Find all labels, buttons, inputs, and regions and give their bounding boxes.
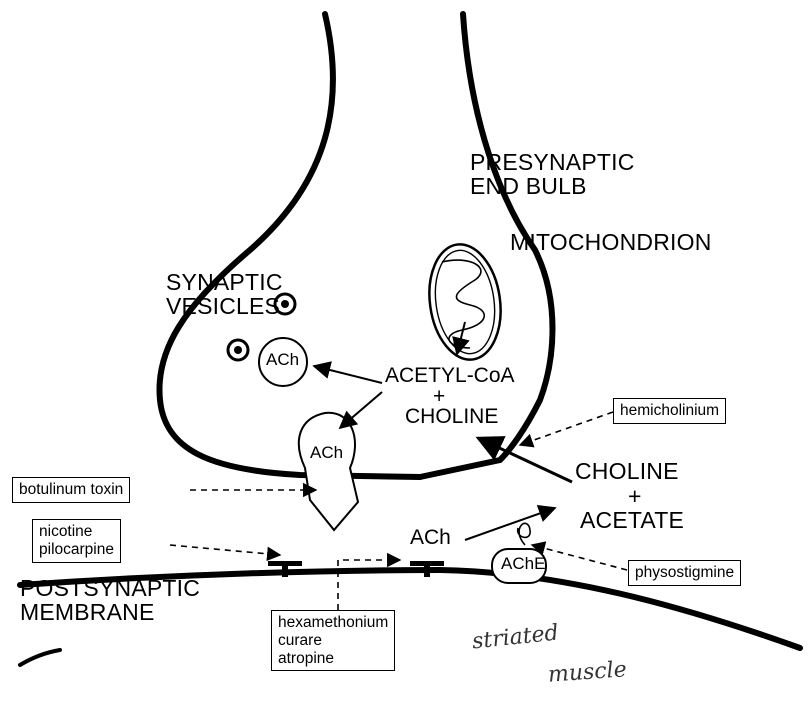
postsynaptic-membrane-label: POSTSYNAPTIC MEMBRANE [20,576,200,624]
acetyl-coa-label: ACETYL-CoA [385,365,515,387]
acetylcoa-to-ach-arrow [314,366,382,383]
presynaptic-membrane-left [159,14,420,477]
ach-to-choline-acetate-arrow [465,508,555,540]
ache-link-curl [518,523,531,545]
choline-label: CHOLINE [405,406,498,428]
plus-label-2: + [628,484,642,508]
membrane-fragment [20,650,60,665]
mito-to-acetylcoa-arrow [457,322,465,354]
choline-2-label: CHOLINE [575,459,679,483]
acetylcoa-to-release-arrow [340,392,382,428]
mitochondrion-label: MITOCHONDRION [510,230,712,254]
mitochondrion-shape [422,240,507,365]
ache-label: AChE [501,555,545,573]
nicotine-arrow [170,545,280,555]
presynaptic-end-bulb-label: PRESYNAPTIC END BULB [470,150,635,198]
synaptic-vesicle-2 [228,340,248,360]
acetate-label: ACETATE [580,508,684,532]
nicotine-pilocarpine-box: nicotine pilocarpine [32,519,121,563]
hexamethonium-curare-atropine-box: hexamethonium curare atropine [271,610,395,671]
physostigmine-box: physostigmine [628,560,741,586]
botulinum-toxin-box: botulinum toxin [12,477,130,503]
ach-vesicle-label: ACh [266,351,299,369]
ach-cleft-label: ACh [410,527,451,549]
synaptic-vesicles-label: SYNAPTIC VESICLES [166,270,283,318]
ach-release-label: ACh [310,444,343,462]
ach-release-shape [299,413,358,530]
hemicholinium-box: hemicholinium [613,398,726,424]
